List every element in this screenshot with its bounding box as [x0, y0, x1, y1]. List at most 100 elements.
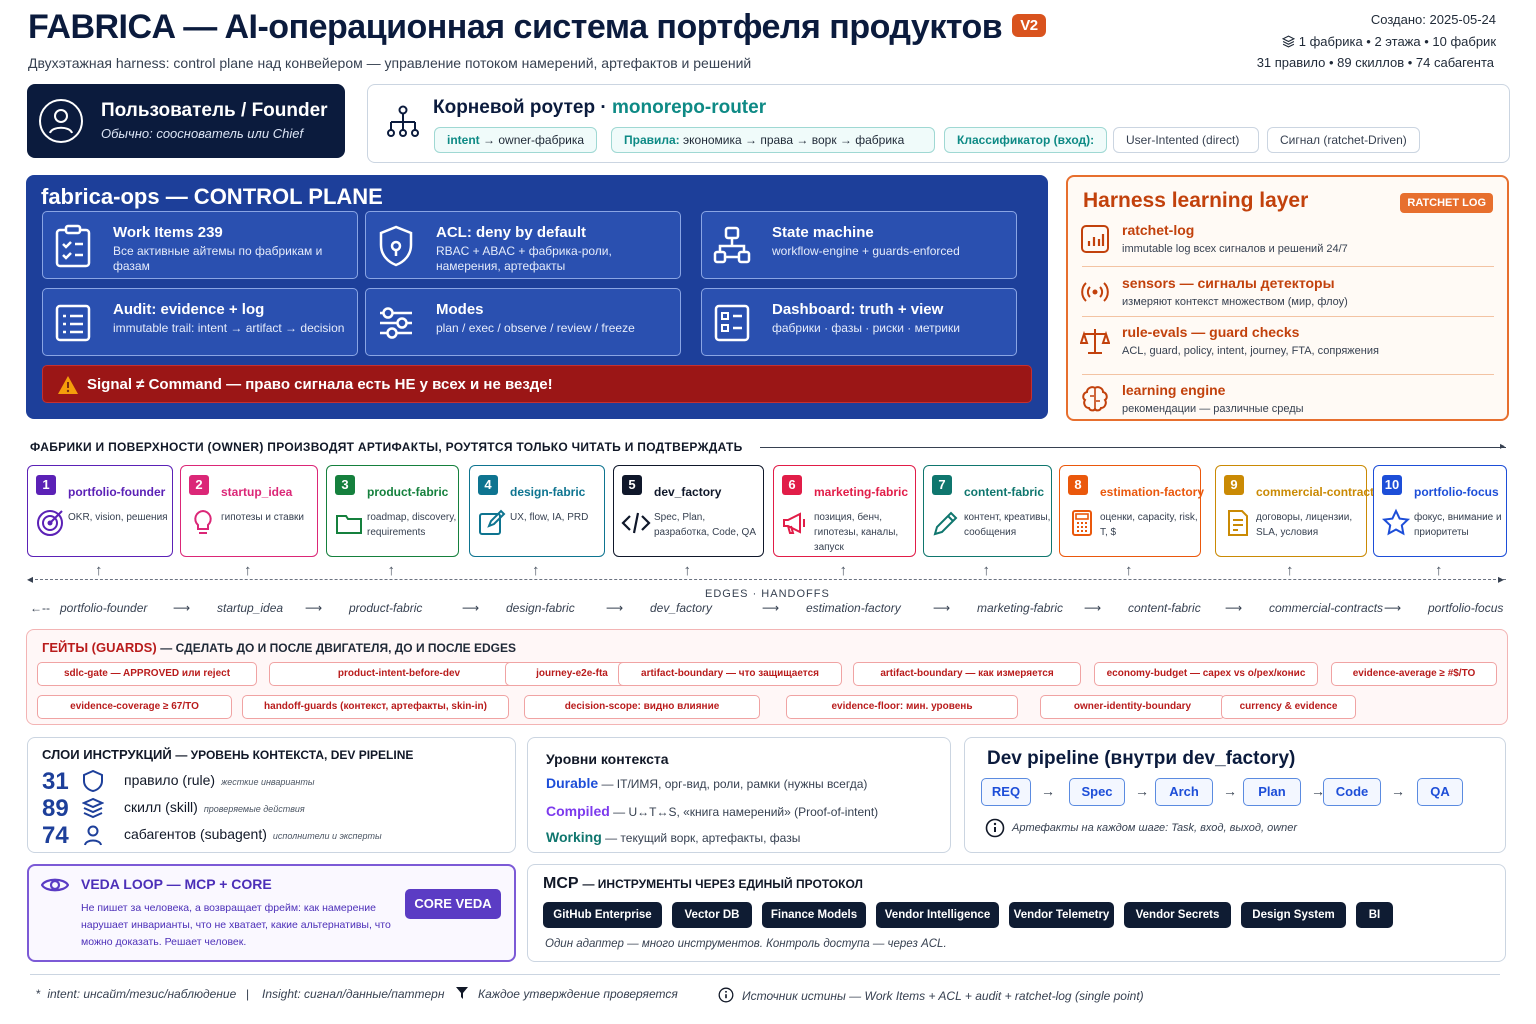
factory-number: 3 — [335, 475, 355, 495]
target-icon — [37, 510, 63, 536]
pipeline-step-code[interactable]: Code — [1323, 778, 1381, 806]
factory-card-design-fabric[interactable]: 4 design-fabric UX, flow, IA, PRD — [469, 465, 605, 557]
factory-card-content-fabric[interactable]: 7 content-fabric контент, креативы, сооб… — [923, 465, 1052, 557]
factory-card-dev_factory[interactable]: 5 dev_factory Spec, Plan, разработка, Co… — [613, 465, 764, 557]
factory-card-product-fabric[interactable]: 3 product-fabric roadmap, discovery, req… — [326, 465, 459, 557]
mcp-note: Один адаптер — много инструментов. Контр… — [545, 938, 947, 950]
guard-pill[interactable]: sdlc-gate — APPROVED или reject — [37, 662, 257, 686]
harness-title: Harness learning layer — [1083, 189, 1309, 212]
factory-number: 8 — [1068, 475, 1088, 495]
pipeline-step-arch[interactable]: Arch — [1155, 778, 1213, 806]
skills-layer[interactable]: 89 скилл (skill)проверяемые действия — [42, 795, 305, 822]
flow-node: portfolio-founder — [60, 601, 148, 615]
flow-node: design-fabric — [506, 601, 575, 615]
founder-card[interactable]: Пользователь / Founder Обычно: соосноват… — [27, 84, 345, 158]
rules-layer[interactable]: 31 правило (rule)жесткие инварианты — [42, 768, 315, 795]
arrow-right-icon: ▸ — [1500, 441, 1506, 452]
arrow-right-icon: ⟶ — [305, 601, 323, 615]
mcp-tool-button[interactable]: Vector DB — [672, 902, 752, 928]
dashboard-card[interactable]: Dashboard: truth + view фабрики · фазы ·… — [701, 288, 1017, 356]
flow-node: startup_idea — [217, 601, 284, 615]
mcp-tool-button[interactable]: Vendor Secrets — [1124, 902, 1231, 928]
factories-section-title: ФАБРИКИ И ПОВЕРХНОСТИ (OWNER) ПРОИЗВОДЯТ… — [30, 440, 743, 454]
eye-icon — [41, 878, 69, 892]
sliders-icon — [380, 307, 412, 339]
factory-card-marketing-fabric[interactable]: 6 marketing-fabric позиция, бенч, гипоте… — [773, 465, 916, 557]
guard-pill[interactable]: journey-e2e-fta — [505, 662, 639, 686]
intent-pill[interactable]: intent → owner-фабрика — [434, 127, 598, 153]
factory-desc: гипотезы и ставки — [221, 512, 305, 523]
mcp-title: MCP — ИНСТРУМЕНТЫ ЧЕРЕЗ ЕДИНЫЙ ПРОТОКОЛ — [543, 875, 863, 892]
arrow-right-icon: ⟶ — [173, 601, 191, 615]
mcp-tool-button[interactable]: Vendor Intelligence — [876, 902, 999, 928]
instruction-layers-panel: СЛОИ ИНСТРУКЦИЙ — УРОВЕНЬ КОНТЕКСТА, DEV… — [27, 737, 516, 853]
divider — [1082, 316, 1494, 317]
factory-desc: оценки, capacity, risk, T, $ — [1100, 512, 1198, 538]
flow-node: content-fabric — [1128, 601, 1201, 615]
arrow-left-icon: ←-- — [30, 601, 50, 615]
dev-pipeline-panel: Dev pipeline (внутри dev_factory) REQ→Sp… — [964, 737, 1506, 853]
guard-pill[interactable]: evidence-floor: мин. уровень — [786, 695, 1018, 719]
pipeline-step-plan[interactable]: Plan — [1243, 778, 1301, 806]
guard-pill[interactable]: owner-identity-boundary — [1040, 695, 1225, 719]
acl-card[interactable]: ACL: deny by default RBAC + ABAC + фабри… — [365, 211, 681, 279]
mcp-tool-button[interactable]: Vendor Telemetry — [1009, 902, 1114, 928]
arrow-right-icon: → — [1391, 783, 1405, 799]
stats-line-1: 1 фабрика • 2 этажа • 10 фабрик — [1281, 34, 1496, 49]
arrow-up-icon: ↑ — [1435, 562, 1443, 579]
arrow-up-icon: ↑ — [1286, 562, 1294, 579]
signal-pill[interactable]: Сигнал (ratchet-Driven) — [1267, 127, 1420, 153]
classifier-pill[interactable]: Классификатор (вход): — [944, 127, 1108, 153]
arrow-right-icon: ⟶ — [606, 601, 624, 615]
subagents-layer[interactable]: 74 сабагентов (subagent)исполнители и эк… — [42, 822, 382, 849]
guard-pill[interactable]: evidence-coverage ≥ 67/TO — [37, 695, 232, 719]
factory-name: content-fabric — [964, 485, 1045, 499]
pipeline-step-spec[interactable]: Spec — [1069, 778, 1125, 806]
factory-number: 7 — [932, 475, 952, 495]
core-veda-button[interactable]: CORE VEDA — [405, 889, 501, 919]
rules-pill[interactable]: Правила: экономика → права → ворк → фабр… — [611, 127, 935, 153]
sensor-icon — [1081, 282, 1109, 302]
factory-card-portfolio-focus[interactable]: 10 portfolio-focus фокус, внимание и при… — [1373, 465, 1507, 557]
divider — [1082, 266, 1494, 267]
arrow-right-icon: ▸ — [1498, 572, 1505, 586]
work-items-card[interactable]: Work Items 239 Все активные айтемы по фа… — [42, 211, 358, 279]
guard-pill[interactable]: artifact-boundary — что защищается — [618, 662, 842, 686]
info-icon — [718, 987, 734, 1003]
arrow-left-icon: ◂ — [27, 572, 34, 586]
guard-pill[interactable]: artifact-boundary — как измеряется — [853, 662, 1081, 686]
guard-pill[interactable]: product-intent-before-dev — [269, 662, 529, 686]
user-intented-pill[interactable]: User-Intented (direct) — [1113, 127, 1259, 153]
mcp-tool-button[interactable]: GitHub Enterprise — [543, 902, 662, 928]
modes-card[interactable]: Modes plan / exec / observe / review / f… — [365, 288, 681, 356]
page-subtitle: Двухэтажная harness: control plane над к… — [28, 55, 752, 71]
pipeline-step-req[interactable]: REQ — [981, 778, 1031, 806]
guard-pill[interactable]: currency & evidence — [1221, 695, 1356, 719]
factory-name: marketing-fabric — [814, 485, 909, 499]
mcp-tool-button[interactable]: Design System — [1241, 902, 1346, 928]
audit-card[interactable]: Audit: evidence + log immutable trail: i… — [42, 288, 358, 356]
guard-pill[interactable]: decision-scope: видно влияние — [524, 695, 760, 719]
state-machine-card[interactable]: State machine workflow-engine + guards-e… — [701, 211, 1017, 279]
footer-intent: * intent: инсайт/тезис/наблюдение — [36, 987, 237, 1001]
mcp-tool-button[interactable]: Finance Models — [762, 902, 866, 928]
pipeline-step-qa[interactable]: QA — [1417, 778, 1463, 806]
mcp-panel: MCP — ИНСТРУМЕНТЫ ЧЕРЕЗ ЕДИНЫЙ ПРОТОКОЛ … — [527, 864, 1506, 962]
guard-pill[interactable]: handoff-guards (контекст, артефакты, ski… — [242, 695, 509, 719]
guard-pill[interactable]: evidence-average ≥ #$/TO — [1331, 662, 1497, 686]
megaphone-icon — [783, 512, 805, 534]
mcp-tool-button[interactable]: BI — [1356, 902, 1393, 928]
arrow-right-icon: ⟶ — [462, 601, 480, 615]
layers-title: СЛОИ ИНСТРУКЦИЙ — УРОВЕНЬ КОНТЕКСТА, DEV… — [42, 747, 414, 762]
guards-title: ГЕЙТЫ (GUARDS) — СДЕЛАТЬ ДО И ПОСЛЕ ДВИГ… — [42, 640, 517, 655]
factory-card-commercial-contracts[interactable]: 9 commercial-contracts договоры, лицензи… — [1215, 465, 1381, 557]
factory-card-startup_idea[interactable]: 2 startup_idea гипотезы и ставки — [180, 465, 318, 557]
factory-card-estimation-factory[interactable]: 8 estimation-factory оценки, capacity, r… — [1059, 465, 1204, 557]
layers-icon — [82, 797, 104, 819]
guard-pill[interactable]: economy-budget — capex vs o/pex/конис — [1094, 662, 1318, 686]
factory-card-portfolio-founder[interactable]: 1 portfolio-founder OKR, vision, решения — [27, 465, 173, 557]
factory-desc: UX, flow, IA, PRD — [510, 512, 589, 523]
stats-line-2: 31 правило • 89 скиллов • 74 сабагента — [1256, 55, 1494, 70]
arrow-right-icon: → — [1311, 783, 1325, 799]
factory-name: portfolio-founder — [68, 485, 166, 499]
